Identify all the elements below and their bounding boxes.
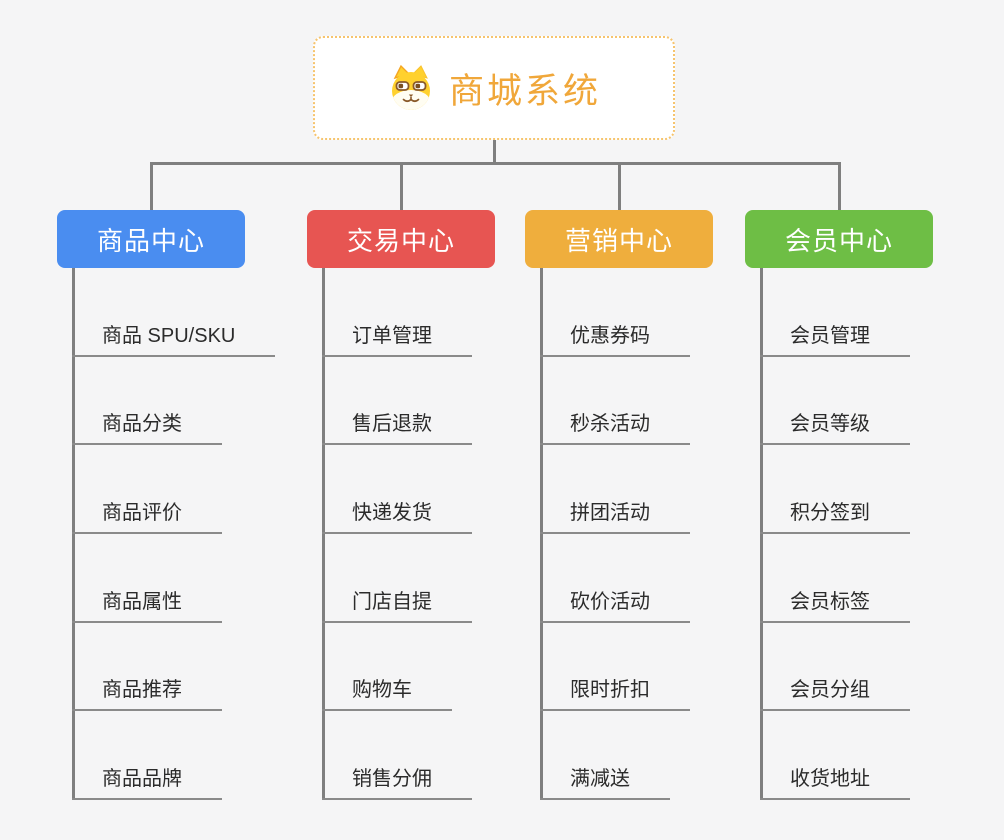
- leaf-topic[interactable]: 会员标签: [760, 585, 910, 623]
- leaf-topic[interactable]: 限时折扣: [540, 673, 690, 712]
- leaf-row: 会员分组: [760, 623, 910, 712]
- leaf-topic[interactable]: 购物车: [322, 673, 452, 712]
- leaf-row: 商品分类: [72, 357, 275, 446]
- leaf-row: 积分签到: [760, 445, 910, 534]
- connector-bus: [150, 162, 841, 165]
- leaf-row: 会员等级: [760, 357, 910, 446]
- connector-branch-drop: [149, 165, 153, 212]
- leaf-row: 商品 SPU/SKU: [72, 268, 276, 357]
- leaf-topic[interactable]: 砍价活动: [540, 585, 690, 623]
- connector-branch-drop: [837, 165, 841, 212]
- leaf-row: 限时折扣: [540, 623, 690, 712]
- root-topic[interactable]: 商城系统: [313, 36, 675, 140]
- dog-face-icon: [387, 64, 435, 112]
- branch-topic-label: 商品中心: [96, 225, 205, 256]
- branch-subtree: 会员管理会员等级积分签到会员标签会员分组收货地址: [760, 268, 910, 800]
- leaf-row: 快递发货: [322, 445, 472, 534]
- leaf-topic[interactable]: 拼团活动: [540, 496, 690, 534]
- branch-topic-1[interactable]: 交易中心: [307, 210, 495, 268]
- leaf-topic[interactable]: 秒杀活动: [540, 407, 690, 446]
- leaf-row: 门店自提: [322, 534, 472, 623]
- leaf-topic[interactable]: 商品分类: [72, 407, 222, 446]
- leaf-row: 售后退款: [322, 357, 472, 446]
- leaf-row: 商品品牌: [72, 711, 275, 800]
- leaf-topic[interactable]: 商品属性: [72, 585, 222, 623]
- connector-branch-drop: [399, 165, 403, 212]
- leaf-row: 满减送: [540, 711, 690, 800]
- leaf-topic[interactable]: 销售分佣: [322, 762, 472, 800]
- leaf-row: 购物车: [322, 623, 472, 712]
- leaf-topic[interactable]: 售后退款: [322, 407, 472, 446]
- leaf-topic[interactable]: 快递发货: [322, 496, 472, 534]
- leaf-topic[interactable]: 会员等级: [760, 407, 910, 446]
- leaf-row: 拼团活动: [540, 445, 690, 534]
- branch-topic-0[interactable]: 商品中心: [57, 210, 245, 268]
- leaf-topic[interactable]: 商品推荐: [72, 673, 222, 712]
- branch-topic-label: 交易中心: [346, 225, 455, 256]
- branch-topic-3[interactable]: 会员中心: [745, 210, 933, 268]
- leaf-row: 会员标签: [760, 534, 910, 623]
- leaf-row: 商品评价: [72, 445, 275, 534]
- branch-subtree: 优惠券码秒杀活动拼团活动砍价活动限时折扣满减送: [540, 268, 690, 800]
- leaf-row: 订单管理: [322, 268, 472, 357]
- leaf-row: 会员管理: [760, 268, 910, 357]
- branch-topic-label: 营销中心: [564, 225, 673, 256]
- branch-topic-label: 会员中心: [784, 225, 893, 256]
- leaf-topic[interactable]: 商品评价: [72, 496, 222, 534]
- leaf-topic[interactable]: 会员分组: [760, 673, 910, 712]
- leaf-topic[interactable]: 门店自提: [322, 585, 472, 623]
- connector-root-stem: [493, 140, 496, 164]
- leaf-topic[interactable]: 会员管理: [760, 319, 910, 357]
- leaf-topic[interactable]: 商品 SPU/SKU: [72, 319, 276, 357]
- branch-subtree: 订单管理售后退款快递发货门店自提购物车销售分佣: [322, 268, 472, 800]
- root-topic-label: 商城系统: [448, 71, 601, 111]
- leaf-row: 销售分佣: [322, 711, 472, 800]
- leaf-row: 砍价活动: [540, 534, 690, 623]
- connector-branch-drop: [617, 165, 621, 212]
- branch-topic-2[interactable]: 营销中心: [525, 210, 713, 268]
- leaf-topic[interactable]: 收货地址: [760, 762, 910, 800]
- leaf-topic[interactable]: 满减送: [540, 762, 670, 800]
- leaf-row: 商品推荐: [72, 623, 275, 712]
- leaf-row: 秒杀活动: [540, 357, 690, 446]
- leaf-row: 商品属性: [72, 534, 275, 623]
- leaf-topic[interactable]: 积分签到: [760, 496, 910, 534]
- leaf-topic[interactable]: 商品品牌: [72, 762, 222, 800]
- leaf-row: 优惠券码: [540, 268, 690, 357]
- leaf-topic[interactable]: 优惠券码: [540, 319, 690, 357]
- leaf-topic[interactable]: 订单管理: [322, 319, 472, 357]
- leaf-row: 收货地址: [760, 711, 910, 800]
- branch-subtree: 商品 SPU/SKU 商品分类商品评价商品属性商品推荐商品品牌: [72, 268, 276, 800]
